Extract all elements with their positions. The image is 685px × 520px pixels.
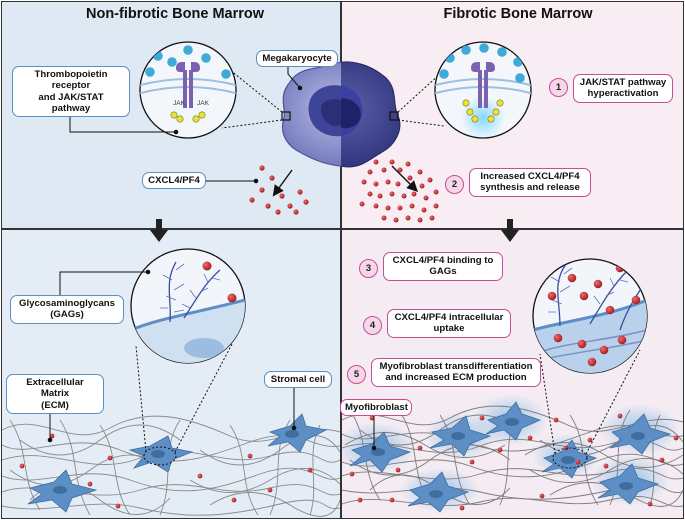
step-2-label: Increased CXCL4/PF4 synthesis and releas… [469,168,591,197]
fibrotic-title: Fibrotic Bone Marrow [443,6,593,22]
step-1-label: JAK/STAT pathway hyperactivation [573,74,673,103]
step-3-badge: 3 [359,259,378,278]
receptor-zoom-right [434,41,532,139]
receptor-zoom-left: JAK JAK [139,41,237,139]
zoom-box-right [389,111,399,121]
cxcl4-dots-left [249,165,309,215]
gags-label: Glycosaminoglycans (GAGs) [10,295,124,324]
receptor-icon [176,62,200,108]
zoom-box-left [281,111,291,121]
cxcl4-dots-ecm-left [19,433,313,509]
megakaryocyte-label: Megakaryocyte [256,50,338,68]
stromal-cell-shapes-left [27,413,328,513]
zoom-ring-left [143,446,177,466]
step-4-label: CXCL4/PF4 intracellular uptake [387,309,511,338]
cxcl4-dots-right [359,159,439,223]
down-arrow-right [501,219,519,242]
step-3-label: CXCL4/PF4 binding to GAGs [383,252,503,281]
stromal-cell-label: Stromal cell [264,371,332,389]
release-arrow-right [391,165,418,192]
step-1-badge: 1 [549,78,568,97]
jak-label-left-b: JAK [197,100,210,107]
cxcl4-label: CXCL4/PF4 [142,172,206,190]
zoom-lines-top [221,69,445,129]
zoom-ring-right [552,447,588,469]
release-arrow-left [272,169,293,197]
jak-label-left-a: JAK [173,100,186,107]
step-2-badge: 2 [445,175,464,194]
myofibroblast-label: Myofibroblast [340,399,412,417]
megakaryocyte-cell [281,61,401,168]
tpo-receptor-label: Thrombopoietin receptor and JAK/STAT pat… [12,66,130,118]
ecm-fibers-right [342,394,683,513]
gag-zoom-left [130,248,246,364]
step-4-badge: 4 [363,316,382,335]
step-5-label: Myofibroblast transdifferentiation and i… [371,358,541,387]
label-connectors [47,66,377,451]
gag-zoom-right [532,258,648,374]
non-fibrotic-title: Non-fibrotic Bone Marrow [85,6,265,22]
ecm-label: Extracellular Matrix (ECM) [6,374,104,414]
down-arrow-left [150,219,168,242]
step-5-badge: 5 [347,365,366,384]
